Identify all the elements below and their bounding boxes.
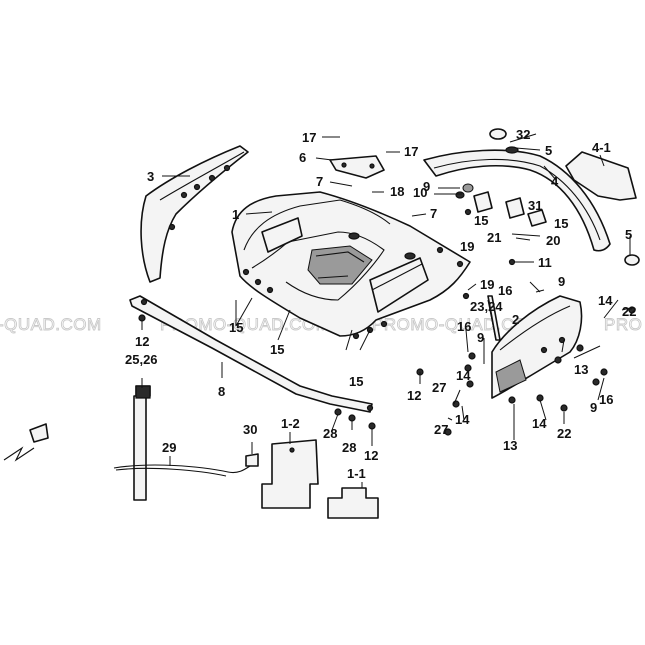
callout-19-mid: 19: [480, 277, 494, 292]
callout-15-mid: 15: [270, 342, 284, 357]
callout-3: 3: [147, 169, 154, 184]
callout-9-right: 9: [590, 400, 597, 415]
callout-4-1: 4-1: [592, 140, 611, 155]
part-6-bracket: [329, 155, 385, 179]
part-29-cable: [3, 423, 251, 477]
part-32-cap: [489, 128, 507, 140]
callout-11: 11: [538, 255, 552, 270]
fastener-group-upper: [455, 183, 547, 300]
callout-1-1: 1-1: [347, 466, 366, 481]
callout-5-upper: 5: [545, 143, 552, 158]
callout-15-upper: 15: [474, 213, 488, 228]
part-8-frame-tube: [129, 295, 374, 413]
callout-17-right: 17: [404, 144, 418, 159]
callout-17-left: 17: [302, 130, 316, 145]
callout-29: 29: [162, 440, 176, 455]
callout-6: 6: [299, 150, 306, 165]
callout-14-bottom: 14: [455, 412, 470, 427]
callout-16-right: 16: [599, 392, 613, 407]
callout-28-left: 28: [323, 426, 337, 441]
watermark-left: -QUAD.COM: [0, 315, 102, 334]
callout-labels: 17 17 6 7 7 18 3 1 9 10 19 15 21 31 15 2…: [125, 127, 636, 481]
callout-5-right: 5: [625, 227, 632, 242]
callout-19-upper: 19: [460, 239, 474, 254]
callout-22-lower: 22: [557, 426, 571, 441]
watermark-right: PRO: [604, 315, 642, 334]
callout-13-lower: 13: [503, 438, 517, 453]
leader-lines: [141, 133, 631, 488]
callout-15-lower: 15: [349, 374, 363, 389]
callout-8: 8: [218, 384, 225, 399]
callout-9-mid: 9: [558, 274, 565, 289]
part-1-rear-fender: [231, 191, 471, 340]
callout-1-2: 1-2: [281, 416, 300, 431]
part-1-2-plate: [261, 439, 319, 509]
part-25-26-strap: [133, 385, 151, 501]
callout-12-left: 12: [135, 334, 149, 349]
callout-15-right: 15: [554, 216, 568, 231]
part-4-1-plate: [565, 151, 637, 201]
callout-30: 30: [243, 422, 257, 437]
callout-7-left: 7: [316, 174, 323, 189]
callout-20: 20: [546, 233, 560, 248]
watermark-center-2: PROMO-QUAD.COM: [372, 315, 542, 334]
part-3-rear-side-guard: [140, 145, 249, 283]
callout-16-mid: 16: [457, 319, 471, 334]
part-1-1-plate: [327, 487, 379, 519]
watermark-center-1: PROMO-QUAD.COM: [160, 315, 330, 334]
callout-23-24: 23,24: [470, 299, 503, 314]
callout-12-mid: 12: [407, 388, 421, 403]
callout-27-upper: 27: [432, 380, 446, 395]
callout-32: 32: [516, 127, 530, 142]
part-4-rear-rail: [423, 146, 640, 266]
callout-4: 4: [551, 174, 559, 189]
callout-1: 1: [232, 207, 239, 222]
callout-14-upper: 14: [598, 293, 613, 308]
callout-14-lower: 14: [532, 416, 547, 431]
callout-9-upper: 9: [423, 179, 430, 194]
callout-31: 31: [528, 198, 542, 213]
callout-7-right: 7: [430, 206, 437, 221]
callout-12-bottom: 12: [364, 448, 378, 463]
callout-2: 2: [512, 312, 519, 327]
callout-16-upper: 16: [498, 283, 512, 298]
callout-21: 21: [487, 230, 501, 245]
part-30-clip: [245, 453, 259, 467]
callout-14-mid: 14: [456, 368, 471, 383]
callout-18: 18: [390, 184, 404, 199]
part-2-side-panel: [487, 295, 583, 399]
callout-25-26: 25,26: [125, 352, 158, 367]
callout-27-lower: 27: [434, 422, 448, 437]
callout-28-right: 28: [342, 440, 356, 455]
callout-22-upper: 22: [622, 304, 636, 319]
callout-10: 10: [413, 185, 427, 200]
callout-9-lower: 9: [477, 330, 484, 345]
callout-15-left: 15: [229, 320, 243, 335]
callout-13-right: 13: [574, 362, 588, 377]
